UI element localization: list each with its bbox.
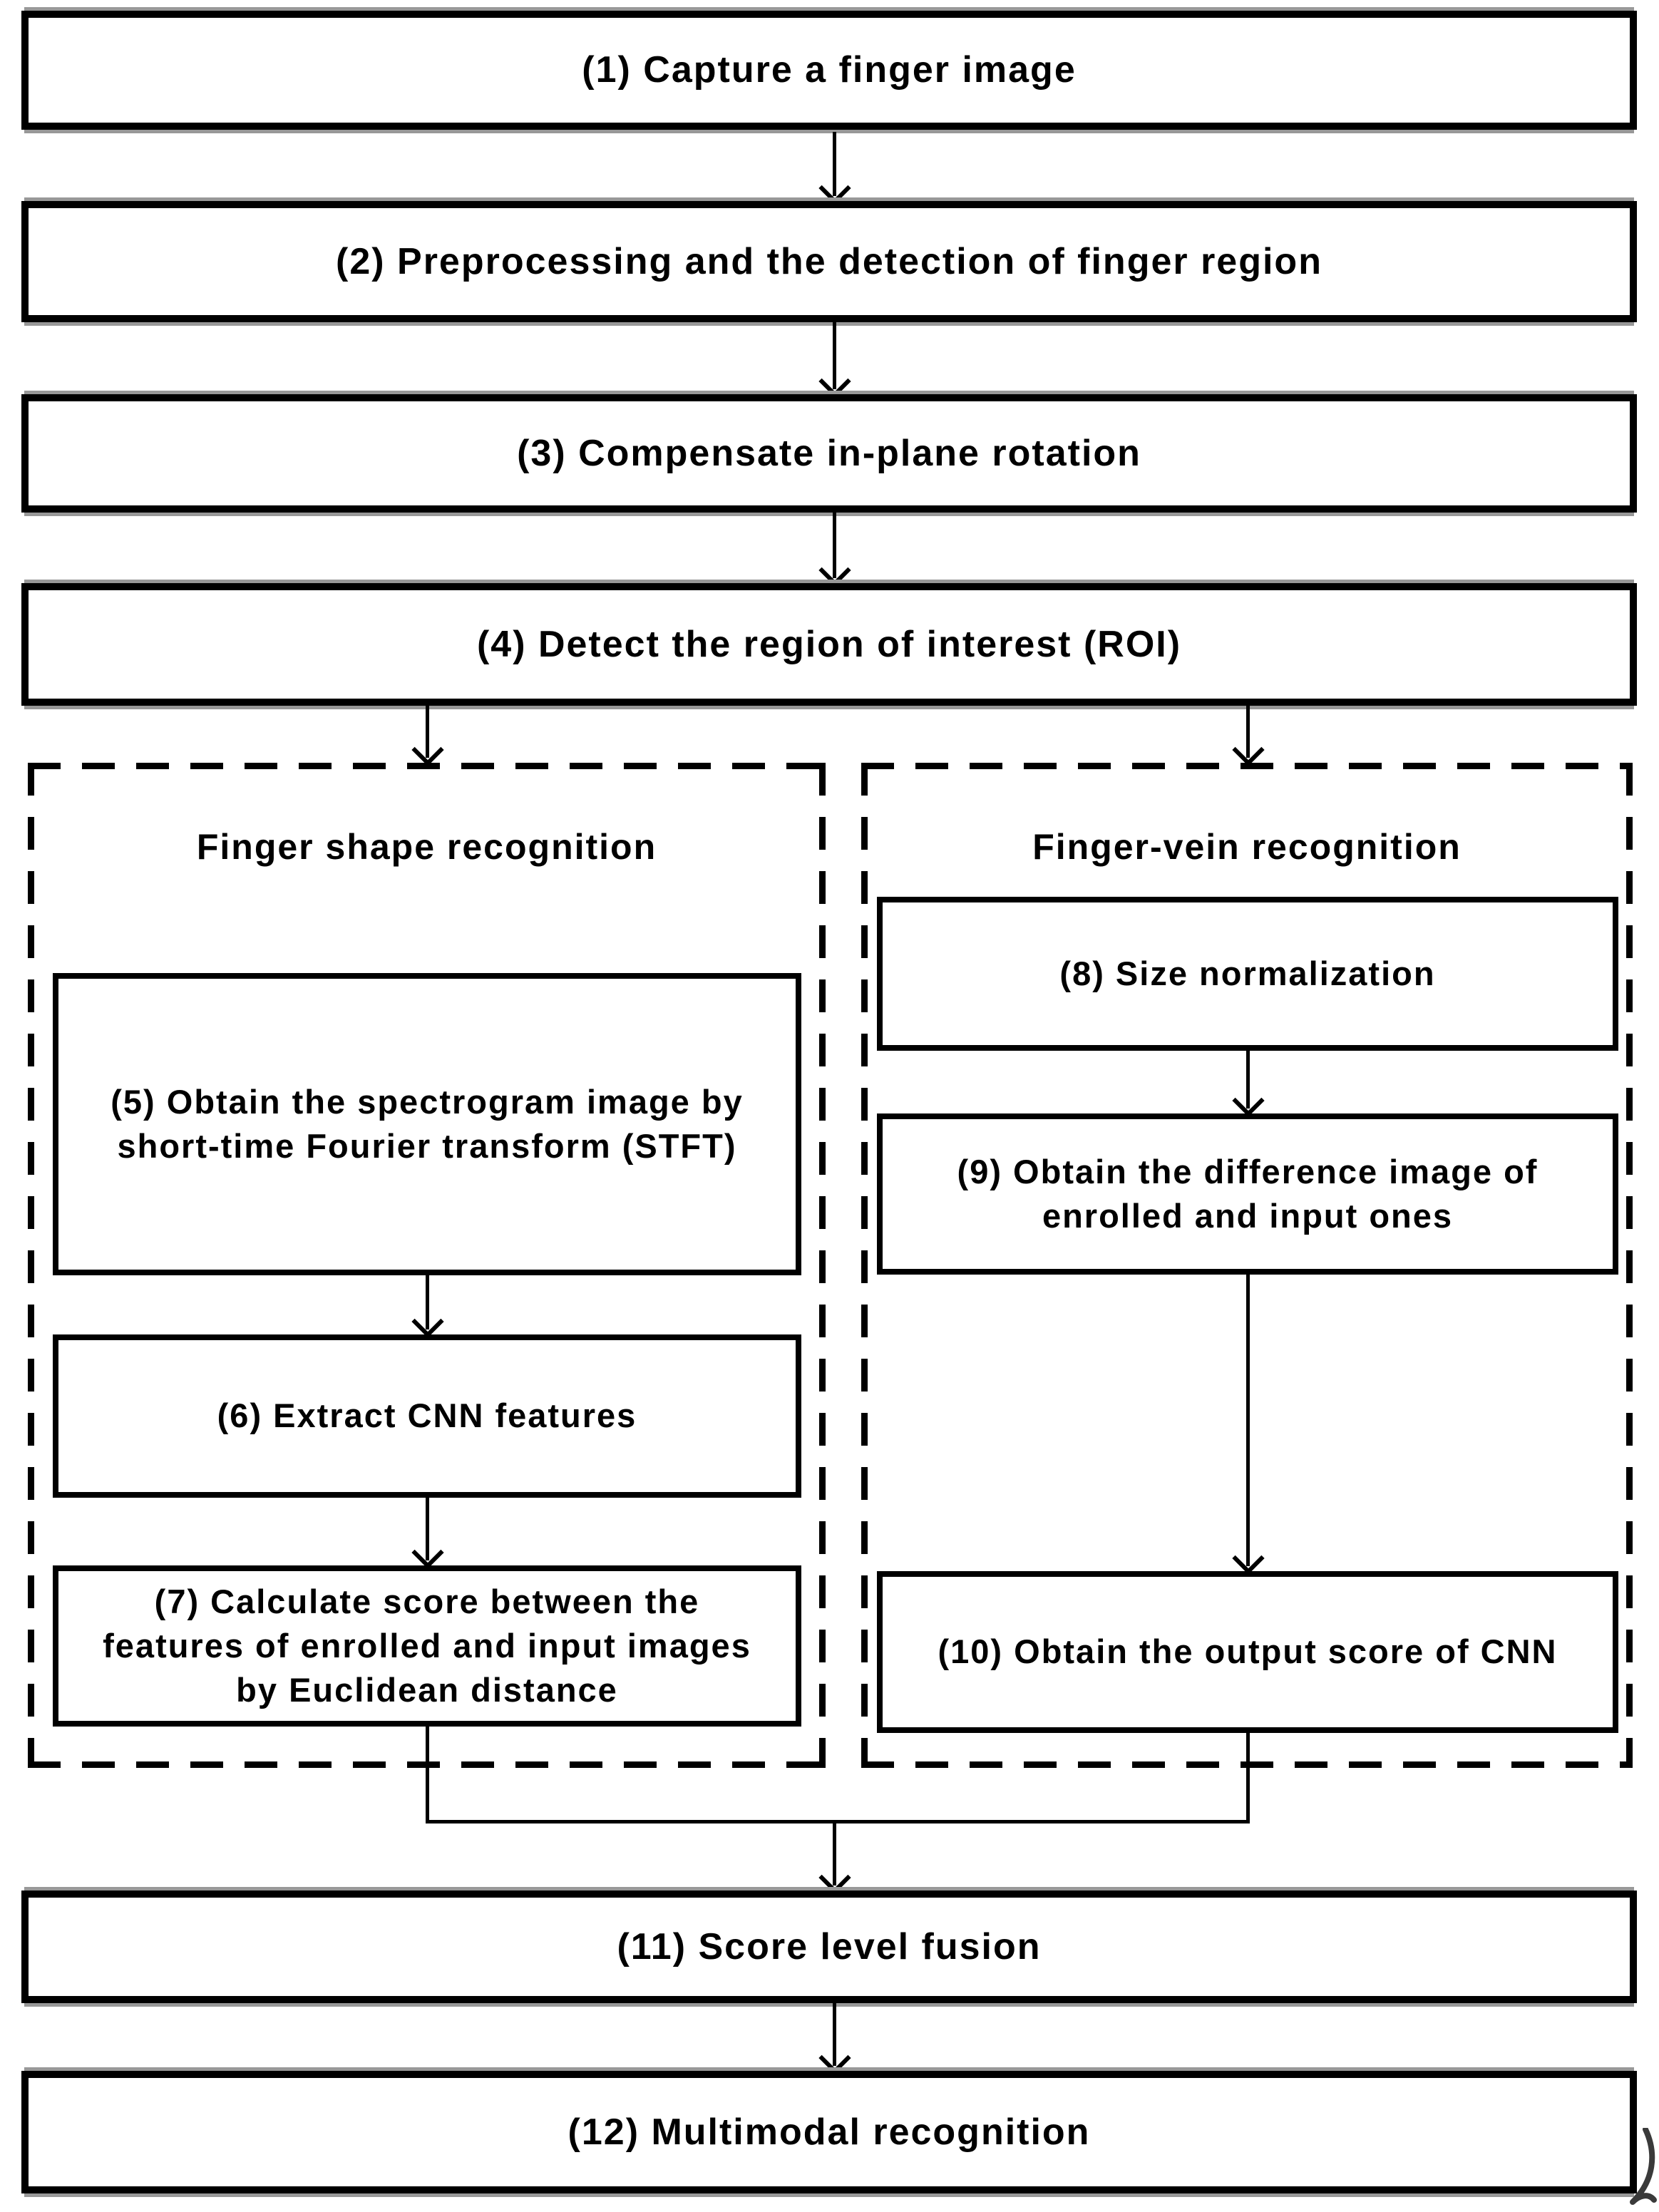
finger-vein-group-border-left [861, 763, 868, 1768]
arrow-4-to-finger-vein [1231, 705, 1265, 766]
node-6-extract-cnn-features: (6) Extract CNN features [53, 1334, 801, 1498]
finger-shape-group-border-right [819, 763, 826, 1768]
arrow-4-to-finger-shape [411, 705, 444, 766]
node-8-size-normalization: (8) Size normalization [877, 897, 1618, 1051]
arrowhead-icon [818, 1861, 851, 1894]
arrow-11-to-12 [818, 2003, 851, 2074]
node-1-capture-finger-image: (1) Capture a finger image [21, 11, 1637, 130]
arrowhead-icon [818, 2042, 851, 2074]
finger-vein-group-title: Finger-vein recognition [1032, 827, 1462, 867]
arrowhead-icon [818, 365, 851, 398]
node-7-calculate-euclidean-score: (7) Calculate score between the features… [53, 1565, 801, 1727]
arrow-8-to-9 [1231, 1051, 1265, 1117]
arrow-merge-to-11 [818, 1820, 851, 1894]
arrowhead-icon [1231, 734, 1265, 766]
node-2-preprocessing-detection: (2) Preprocessing and the detection of f… [21, 201, 1637, 322]
node-3-compensate-rotation: (3) Compensate in-plane rotation [21, 394, 1637, 513]
connector-10-to-fusion [1246, 1731, 1250, 1823]
node-12-multimodal-recognition: (12) Multimodal recognition [21, 2071, 1637, 2193]
finger-shape-group-border-top [28, 763, 826, 769]
arrowhead-icon [411, 734, 444, 766]
node-11-score-level-fusion: (11) Score level fusion [21, 1891, 1637, 2003]
arrowhead-icon [818, 172, 851, 205]
arrow-3-to-4 [818, 511, 851, 587]
node-10-cnn-output-score: (10) Obtain the output score of CNN [877, 1571, 1618, 1733]
finger-vein-group-border-top [861, 763, 1633, 769]
arrow-2-to-3 [818, 321, 851, 398]
scan-corner-artifact [1630, 2128, 1657, 2205]
arrow-6-to-7 [411, 1498, 444, 1569]
node-5-spectrogram-stft: (5) Obtain the spectrogram image by shor… [53, 973, 801, 1275]
node-4-detect-roi: (4) Detect the region of interest (ROI) [21, 583, 1637, 706]
finger-shape-group-border-left [28, 763, 34, 1768]
arrowhead-icon [818, 554, 851, 587]
arrow-1-to-2 [818, 132, 851, 205]
connector-merge-horizontal [426, 1820, 1250, 1823]
connector-7-to-fusion [426, 1725, 429, 1823]
arrow-5-to-6 [411, 1275, 444, 1338]
node-9-difference-image: (9) Obtain the difference image of enrol… [877, 1113, 1618, 1275]
arrow-9-to-10 [1231, 1273, 1265, 1575]
finger-vein-group-border-right [1626, 763, 1633, 1768]
finger-shape-group-title: Finger shape recognition [196, 827, 657, 867]
